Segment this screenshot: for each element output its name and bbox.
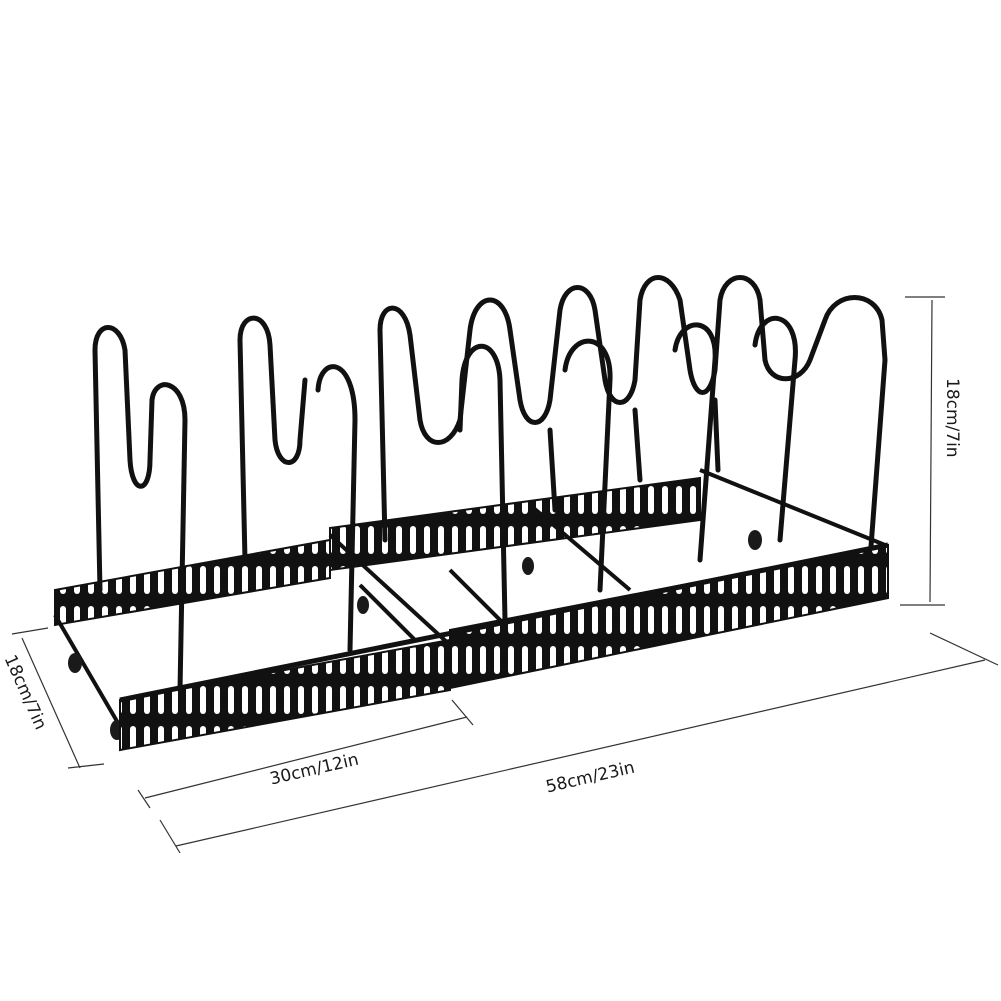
wire-dividers-back [92,275,888,593]
front-rail [119,542,889,752]
wire-dividers-front [149,315,798,693]
back-rail [54,476,701,627]
height-dimension-label: 18cm/7in [942,378,962,458]
dimension-lines [11,296,999,854]
